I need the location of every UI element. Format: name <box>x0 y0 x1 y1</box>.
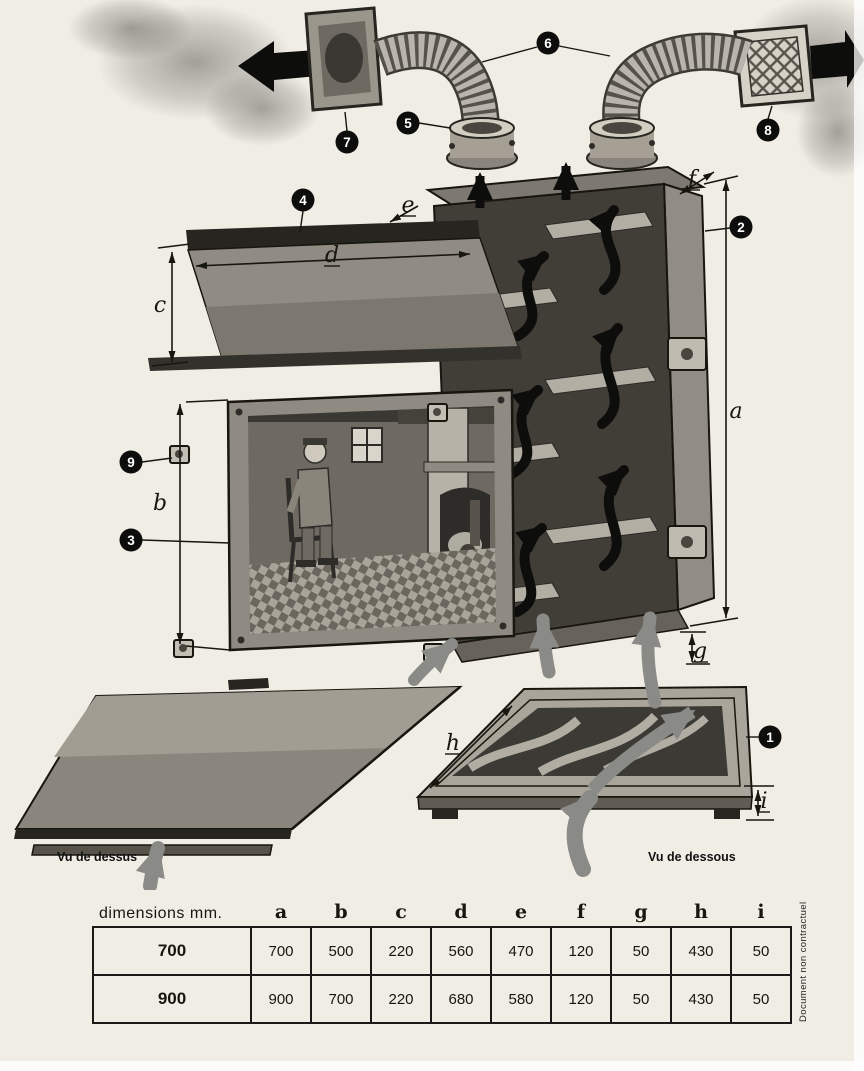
column-header: g <box>611 892 671 928</box>
airflow-out-left-arrow <box>238 41 318 92</box>
callout-3: 3 <box>119 528 143 552</box>
table-cell: 50 <box>610 926 672 976</box>
svg-text:2: 2 <box>737 220 745 235</box>
model-cell: 900 <box>92 974 252 1024</box>
svg-text:9: 9 <box>127 455 135 470</box>
caption-top-view: Vu de dessus <box>57 850 137 864</box>
callout-7: 7 <box>335 130 359 154</box>
dimension-lines <box>151 171 774 821</box>
side-note: Document non contractuel <box>798 901 809 1023</box>
column-header: f <box>551 892 611 928</box>
table-cell: 50 <box>610 974 672 1024</box>
table-cell: 50 <box>730 926 792 976</box>
dim-letter-i: i <box>760 789 767 814</box>
table-cell: 500 <box>310 926 372 976</box>
table-cell: 580 <box>490 974 552 1024</box>
duct-collar-left <box>446 117 518 170</box>
column-header: a <box>251 892 311 928</box>
flexible-duct-right <box>602 32 753 129</box>
exterior-grille <box>733 24 864 108</box>
table-cell: 700 <box>310 974 372 1024</box>
flexible-duct-left <box>373 31 500 128</box>
table-cell: 470 <box>490 926 552 976</box>
side-latch-top <box>667 337 707 371</box>
dim-letter-a: a <box>729 399 742 424</box>
table-cell: 50 <box>730 974 792 1024</box>
table-cell: 220 <box>370 974 432 1024</box>
panel-screws <box>235 396 507 644</box>
table-header-row: dimensions mm. a b c d e f g h i <box>93 892 791 928</box>
hood-panel <box>148 220 522 371</box>
table-cell: 120 <box>550 926 612 976</box>
svg-text:3: 3 <box>127 533 135 548</box>
table-cell: 220 <box>370 926 432 976</box>
table-cell: 900 <box>250 974 312 1024</box>
internal-airflow-arrows <box>507 205 629 617</box>
table-row: 900 900 700 220 680 580 120 50 430 50 <box>92 974 792 1024</box>
callout-4: 4 <box>291 188 315 212</box>
column-header: d <box>431 892 491 928</box>
top-exit-arrows <box>467 162 579 208</box>
column-header: h <box>671 892 731 928</box>
svg-text:1: 1 <box>766 730 774 745</box>
callout-leaders <box>141 45 773 738</box>
callout-1: 1 <box>758 725 782 749</box>
fireplace-illustration <box>248 406 496 634</box>
exploded-diagram: a b c d e f g h i 1 2 3 4 5 6 7 <box>14 0 864 893</box>
table-cell: 430 <box>670 926 732 976</box>
table-row: 700 700 500 220 560 470 120 50 430 50 <box>92 926 792 976</box>
dim-letter-e: e <box>401 193 414 218</box>
svg-text:5: 5 <box>404 116 412 131</box>
duct-collar-right <box>586 117 658 170</box>
airflow-out-right-arrow <box>810 30 864 88</box>
svg-text:8: 8 <box>764 123 772 138</box>
table-cell: 680 <box>430 974 492 1024</box>
svg-text:6: 6 <box>544 36 552 51</box>
caption-bottom-view: Vu de dessous <box>648 850 736 864</box>
column-header: i <box>731 892 791 928</box>
side-latch-bottom <box>667 525 707 559</box>
table-title: dimensions mm. <box>93 892 251 928</box>
page-edge-right <box>854 0 864 1071</box>
svg-text:4: 4 <box>299 193 307 208</box>
page-edge-bottom <box>0 1061 864 1071</box>
table-cell: 430 <box>670 974 732 1024</box>
table-cell: 560 <box>430 926 492 976</box>
callout-2: 2 <box>729 215 753 239</box>
dim-letter-g: g <box>693 639 707 664</box>
column-header: c <box>371 892 431 928</box>
dim-letter-d: d <box>325 243 339 268</box>
column-header: b <box>311 892 371 928</box>
airflow-grey-arrows <box>135 611 662 893</box>
dim-letter-c: c <box>154 293 166 318</box>
callout-6: 6 <box>536 31 560 55</box>
svg-text:7: 7 <box>343 135 351 150</box>
top-view-panel <box>14 678 463 856</box>
column-header: e <box>491 892 551 928</box>
callout-5: 5 <box>396 111 420 135</box>
callout-9: 9 <box>119 450 143 474</box>
dimensions-table: dimensions mm. a b c d e f g h i 700 700… <box>92 892 792 1024</box>
left-wall-outlet <box>238 6 383 112</box>
dim-letter-underlines <box>324 189 770 813</box>
dim-letter-b: b <box>153 491 167 516</box>
model-cell: 700 <box>92 926 252 976</box>
body-base-lip <box>450 609 690 663</box>
dim-letter-h: h <box>446 731 460 756</box>
table-cell: 120 <box>550 974 612 1024</box>
front-panel <box>226 388 516 652</box>
callout-8: 8 <box>756 118 780 142</box>
table-cell: 700 <box>250 926 312 976</box>
